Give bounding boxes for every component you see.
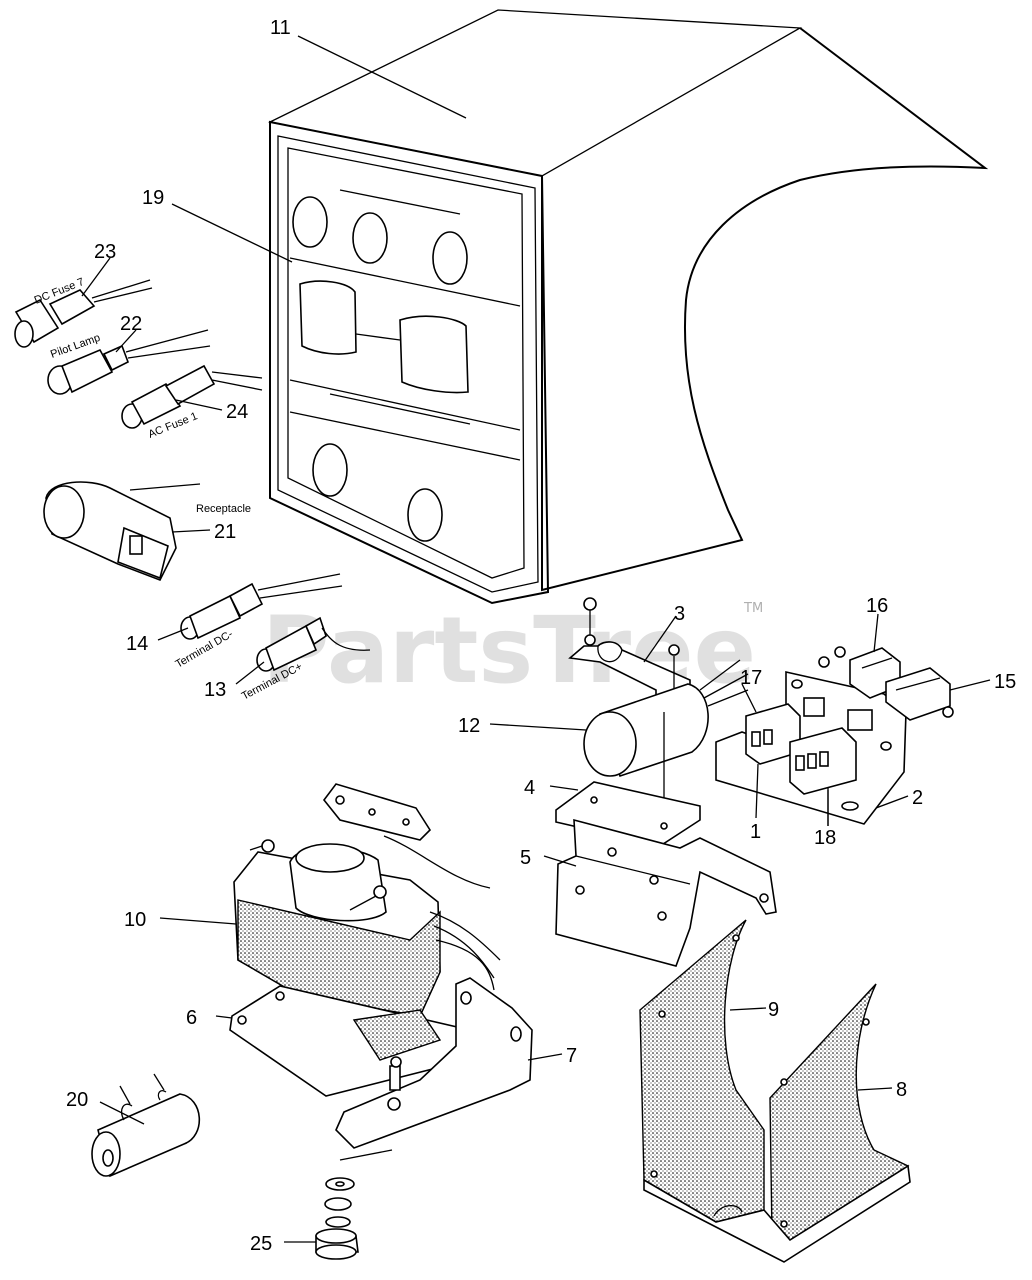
callout-16: 16 (866, 595, 888, 617)
callout-12: 12 (458, 715, 480, 737)
callout-23: 23 (94, 241, 116, 263)
watermark-tm: TM (743, 601, 763, 616)
callout-24: 24 (226, 401, 248, 423)
callout-14: 14 (126, 633, 148, 655)
callout-5: 5 (520, 847, 531, 869)
part-20-resistor (91, 1073, 201, 1178)
callout-20: 20 (66, 1089, 88, 1111)
callout-1: 1 (750, 821, 761, 843)
part-19-control-panel (287, 147, 525, 579)
part-14-terminal (180, 573, 343, 640)
callout-19: 19 (142, 187, 164, 209)
leader-lines (81, 35, 991, 1243)
callout-25: 25 (250, 1233, 272, 1255)
callout-18: 18 (814, 827, 836, 849)
part-12-capacitor (583, 659, 749, 824)
callout-3: 3 (674, 603, 685, 625)
callout-21: 21 (214, 521, 236, 543)
callout-4: 4 (524, 777, 535, 799)
callout-9: 9 (768, 999, 779, 1021)
part-23-dc-fuse-holder (14, 279, 153, 348)
part-24-ac-fuse-holder (121, 364, 263, 429)
part-13-terminal (256, 616, 371, 672)
part-8-cradle-bracket (643, 983, 911, 1263)
callout-8: 8 (896, 1079, 907, 1101)
callouts: 11 19 23 22 24 21 14 13 3 16 15 17 12 2 … (66, 17, 1016, 1255)
part-7-angle-bracket (335, 977, 533, 1149)
part-9-side-panel (639, 919, 765, 1223)
part-22-pilot-lamp (47, 329, 211, 395)
part-18-relay (789, 727, 857, 826)
callout-11: 11 (270, 17, 291, 39)
label-receptacle: Receptacle (196, 503, 251, 515)
part-6-base-plate (229, 985, 471, 1097)
callout-6: 6 (186, 1007, 197, 1029)
callout-7: 7 (566, 1045, 577, 1067)
callout-10: 10 (124, 909, 146, 931)
callout-2: 2 (912, 787, 923, 809)
part-10-transformer (233, 783, 501, 1017)
callout-15: 15 (994, 671, 1016, 693)
callout-22: 22 (120, 313, 142, 335)
part-11-control-housing (267, 9, 989, 605)
part-5-channel-bracket (555, 818, 777, 967)
part-21-receptacle (43, 481, 201, 582)
part-15-switch (818, 656, 954, 721)
part-25-hardware (315, 1149, 393, 1260)
callout-13: 13 (204, 679, 226, 701)
callout-17: 17 (740, 667, 762, 689)
